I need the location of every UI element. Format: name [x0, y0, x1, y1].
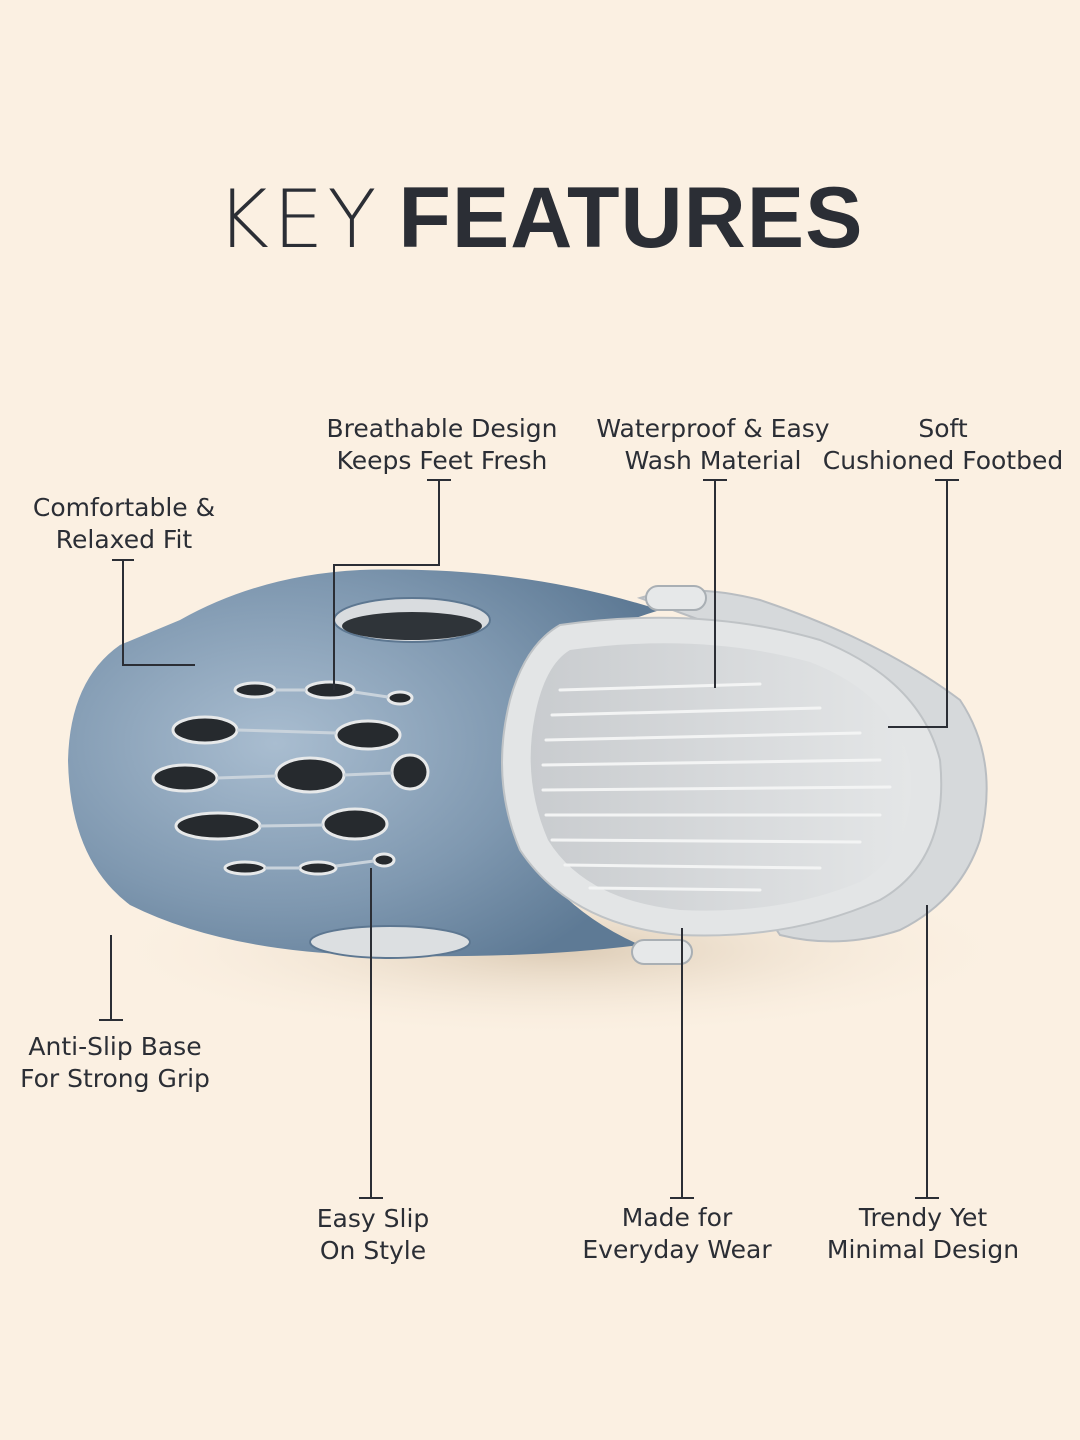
feature-anti-slip: Anti-Slip Base For Strong Grip — [20, 1031, 210, 1095]
feature-trendy-line2: Minimal Design — [826, 1235, 1020, 1264]
feature-waterproof-line1: Waterproof & Easy — [596, 414, 830, 443]
feature-trendy-line1: Trendy Yet — [858, 1203, 988, 1232]
feature-slip-on: Easy Slip On Style — [317, 1203, 430, 1267]
strap-rivet-top — [645, 585, 707, 611]
callout-lines — [99, 479, 959, 1199]
feature-slip-on-line1: Easy Slip — [316, 1204, 430, 1233]
feature-comfortable: Comfortable & Relaxed Fit — [33, 492, 215, 556]
feature-everyday-line1: Made for — [621, 1203, 733, 1232]
ventilation-holes — [151, 680, 430, 876]
footbed — [530, 643, 911, 911]
feature-comfortable-line1: Comfortable & — [32, 493, 216, 522]
feature-comfortable-line2: Relaxed Fit — [55, 525, 193, 554]
footbed-texture — [541, 682, 892, 892]
title-bold: FEATURES — [398, 170, 864, 266]
feature-anti-slip-line2: For Strong Grip — [20, 1064, 210, 1093]
feature-cushioned: Soft Cushioned Footbed — [823, 413, 1063, 477]
bottom-vent — [309, 925, 471, 959]
title-light: KEY — [216, 173, 381, 266]
feature-anti-slip-line1: Anti-Slip Base — [28, 1032, 202, 1061]
feature-trendy: Trendy Yet Minimal Design — [827, 1202, 1019, 1266]
feature-everyday-line2: Everyday Wear — [582, 1235, 772, 1264]
feature-breathable: Breathable Design Keeps Feet Fresh — [326, 413, 557, 477]
feature-cushioned-line1: Soft — [918, 414, 968, 443]
clog-body — [68, 569, 660, 957]
strap-rivet-bottom — [631, 939, 693, 965]
feature-everyday: Made for Everyday Wear — [582, 1202, 771, 1266]
feature-waterproof-line2: Wash Material — [624, 446, 802, 475]
feature-waterproof: Waterproof & Easy Wash Material — [596, 413, 829, 477]
feature-slip-on-line2: On Style — [319, 1236, 427, 1265]
feature-breathable-line1: Breathable Design — [326, 414, 558, 443]
feature-cushioned-line2: Cushioned Footbed — [822, 446, 1064, 475]
feature-breathable-line2: Keeps Feet Fresh — [336, 446, 548, 475]
